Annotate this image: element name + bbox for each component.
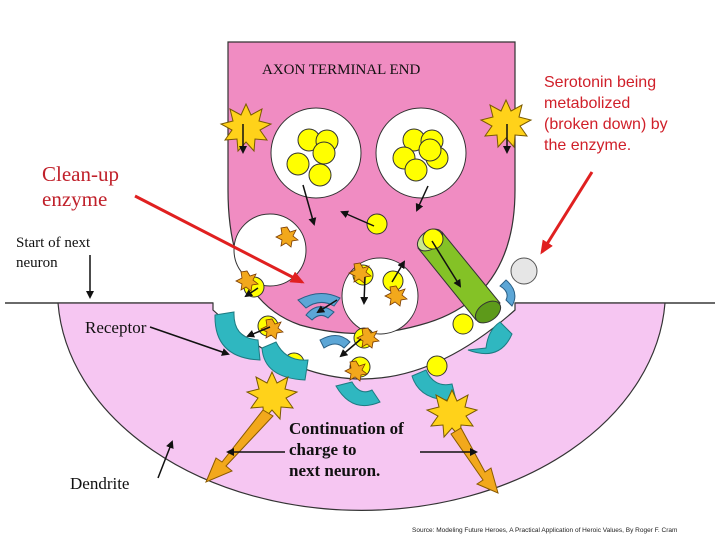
receptor-label: Receptor: [85, 318, 147, 337]
cleanup-enzyme-label-line1: Clean-up: [42, 162, 119, 186]
cleanup-enzyme-arrow: [134, 194, 305, 284]
orange-signal-arrows: [205, 409, 499, 494]
serotonin-label-line4: the enzyme.: [544, 137, 632, 154]
metabolized-serotonin-molecule: [510, 257, 538, 285]
continuation-label-line3: next neuron.: [289, 461, 381, 480]
continuation-label-line1: Continuation of: [289, 419, 404, 438]
serotonin-fragments: [235, 226, 408, 382]
vesicle-center-fusing: [341, 257, 419, 335]
receptors: [214, 311, 513, 406]
dendrite-label: Dendrite: [70, 474, 130, 493]
cleanup-enzyme-label: Clean-up enzyme: [42, 162, 119, 212]
serotonin-label-line2: metabolized: [544, 95, 631, 112]
serotonin-label: Serotonin being metabolized (broken down…: [544, 72, 668, 156]
dendrite-shape: [57, 302, 666, 511]
axon-terminal-label: AXON TERMINAL END: [262, 62, 421, 78]
start-next-neuron-label: Start of next neuron: [16, 233, 90, 273]
pointer-arrows: [86, 124, 511, 479]
serotonin-label-line3: (broken down) by: [544, 116, 668, 133]
cleanup-enzyme-label-line2: enzyme: [42, 187, 108, 211]
continuation-label-line2: charge to: [289, 440, 357, 459]
clean-up-enzymes: [297, 279, 516, 349]
continuation-label: Continuation of charge to next neuron.: [289, 418, 404, 481]
vesicle-upper-right-contents: [392, 128, 449, 182]
start-next-neuron-label-line2: neuron: [16, 255, 58, 271]
starbursts: [219, 98, 533, 439]
vesicle-upper-left-contents: [286, 128, 339, 187]
serotonin-label-line1: Serotonin being: [544, 74, 657, 91]
source-citation: Source: Modeling Future Heroes, A Practi…: [412, 527, 678, 534]
serotonin-arrow: [540, 171, 594, 255]
start-next-neuron-label-line1: Start of next: [16, 235, 91, 251]
